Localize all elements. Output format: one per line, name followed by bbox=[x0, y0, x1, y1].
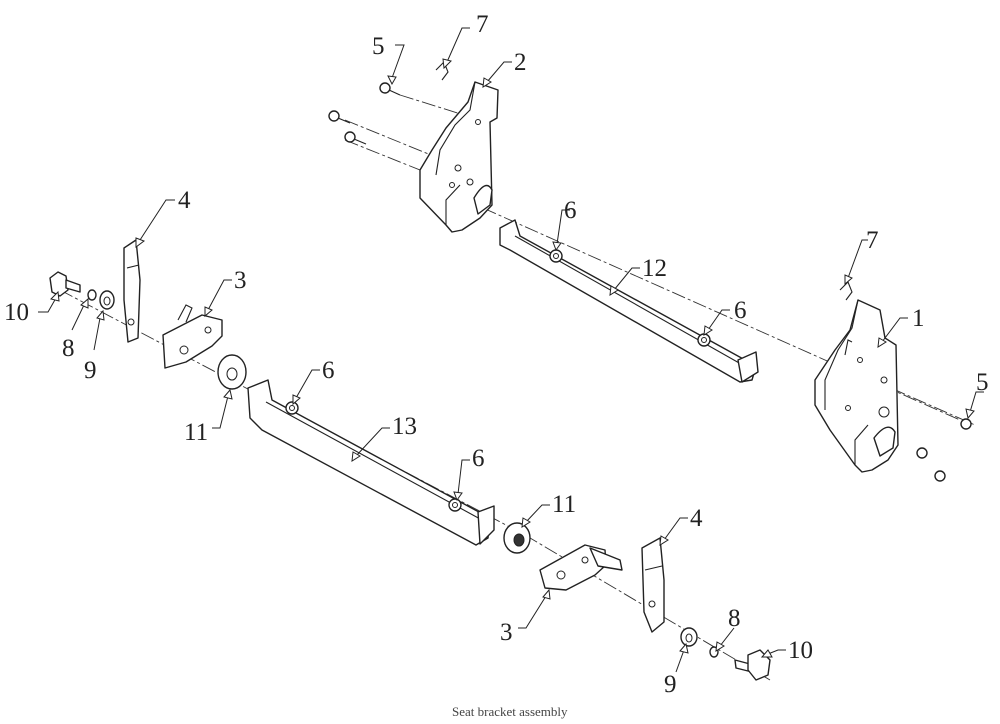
callout-9-right: 9 bbox=[664, 671, 677, 698]
nut-part-6-c bbox=[285, 401, 299, 415]
bar-part-13 bbox=[247, 379, 495, 546]
callout-11-right: 11 bbox=[552, 491, 576, 518]
bracket-part-1 bbox=[814, 299, 899, 473]
callout-8-right: 8 bbox=[728, 605, 741, 632]
nut-part-6-a bbox=[549, 249, 563, 263]
clip-part-7-right bbox=[839, 281, 853, 301]
strap-part-4-right bbox=[641, 537, 665, 633]
bolt-part-10-left bbox=[49, 271, 81, 297]
callout-labels: 5 7 2 4 3 6 12 7 1 6 10 8 9 5 6 11 13 6 … bbox=[4, 11, 989, 698]
washer-part-11-left bbox=[217, 354, 247, 390]
bracket-1-bolts bbox=[916, 447, 946, 482]
bar-part-12 bbox=[499, 219, 759, 383]
screw-part-5-top bbox=[379, 82, 401, 96]
callout-13: 13 bbox=[392, 413, 417, 440]
callout-11-left: 11 bbox=[184, 419, 208, 446]
plate-part-3-left bbox=[162, 304, 223, 369]
callout-2: 2 bbox=[514, 49, 527, 76]
plate-part-3-right bbox=[539, 544, 623, 591]
callout-5-right: 5 bbox=[976, 369, 989, 396]
callout-5-top: 5 bbox=[372, 33, 385, 60]
callout-8-left: 8 bbox=[62, 335, 75, 362]
callout-7-right: 7 bbox=[866, 227, 879, 254]
bracket-2-bolts bbox=[328, 110, 367, 145]
callout-7-top: 7 bbox=[476, 11, 489, 38]
strap-part-4-left bbox=[123, 239, 141, 343]
callout-6-d: 6 bbox=[472, 445, 485, 472]
callout-4-right: 4 bbox=[690, 505, 703, 532]
callout-4-left: 4 bbox=[178, 187, 191, 214]
bracket-part-2 bbox=[419, 81, 499, 233]
callout-10-left: 10 bbox=[4, 299, 29, 326]
washer-part-9-right bbox=[680, 627, 698, 647]
nut-part-6-d bbox=[448, 498, 462, 512]
callout-6-a: 6 bbox=[564, 197, 577, 224]
nut-part-6-b bbox=[697, 333, 711, 347]
callout-10-right: 10 bbox=[788, 637, 813, 664]
callout-6-b: 6 bbox=[734, 297, 747, 324]
drawing-caption: Seat bracket assembly bbox=[452, 704, 568, 719]
screw-part-5-right bbox=[960, 418, 972, 430]
clip-part-7-top bbox=[435, 61, 449, 81]
callout-12: 12 bbox=[642, 255, 667, 282]
callout-9-left: 9 bbox=[84, 357, 97, 384]
washer-part-11-right bbox=[503, 522, 531, 554]
callout-leaders bbox=[38, 27, 984, 673]
callout-6-c: 6 bbox=[322, 357, 335, 384]
washer-part-8-left bbox=[87, 289, 97, 301]
callout-3-right: 3 bbox=[500, 619, 513, 646]
callout-3-left: 3 bbox=[234, 267, 247, 294]
callout-1: 1 bbox=[912, 305, 925, 332]
washer-part-9-left bbox=[99, 290, 115, 310]
